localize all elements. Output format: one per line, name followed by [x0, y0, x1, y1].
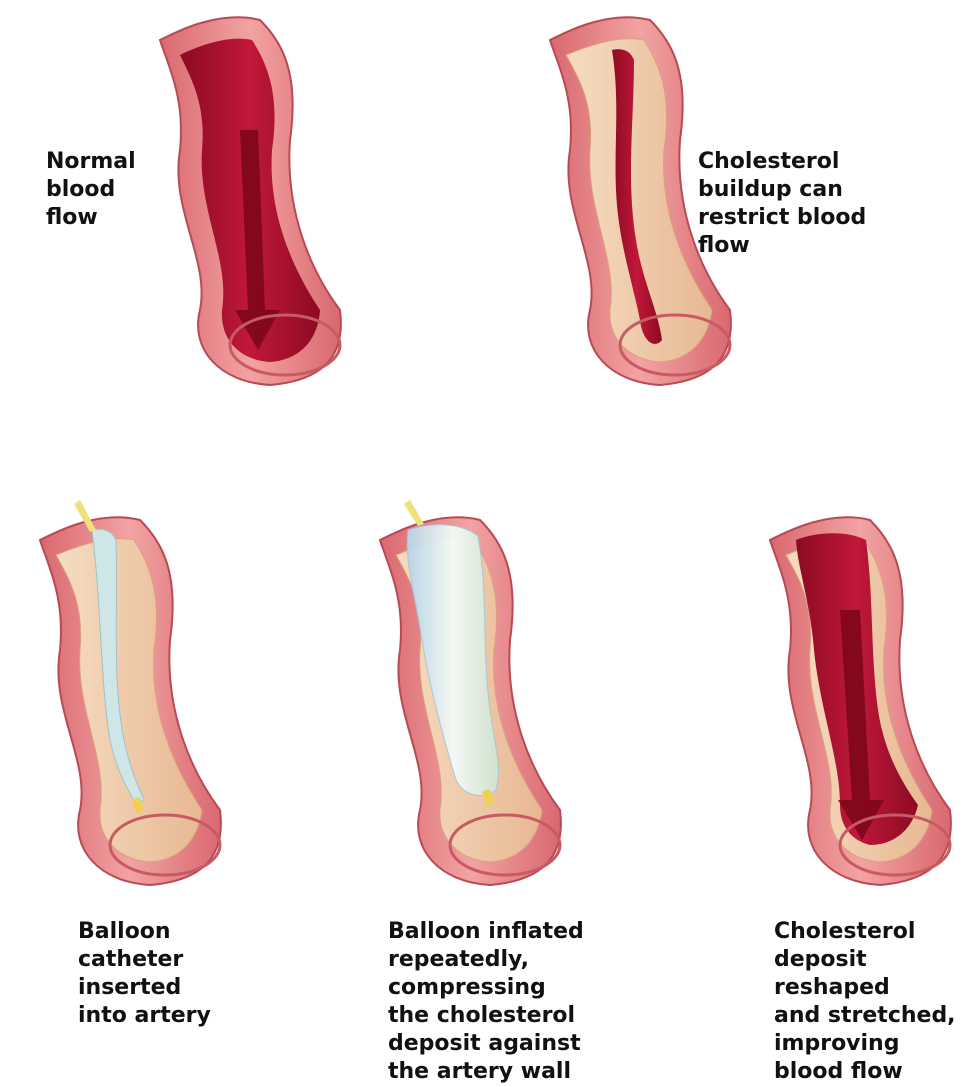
label-normal: Normal blood flow [46, 148, 136, 232]
panel-balloon-inflated [360, 500, 570, 890]
label-reshaped: Cholesterol deposit reshaped and stretch… [774, 918, 956, 1086]
panel-normal [140, 10, 350, 390]
artery-balloon-illustration [360, 500, 570, 890]
panel-balloon-inserted [20, 500, 230, 890]
label-balloon-inserted: Balloon catheter inserted into artery [78, 918, 211, 1030]
artery-normal-illustration [140, 10, 350, 390]
artery-catheter-illustration [20, 500, 230, 890]
label-buildup: Cholesterol buildup can restrict blood f… [698, 148, 866, 260]
panel-reshaped [750, 500, 960, 890]
label-balloon-inflated: Balloon inflated repeatedly, compressing… [388, 918, 584, 1086]
artery-reshaped-illustration [750, 500, 960, 890]
